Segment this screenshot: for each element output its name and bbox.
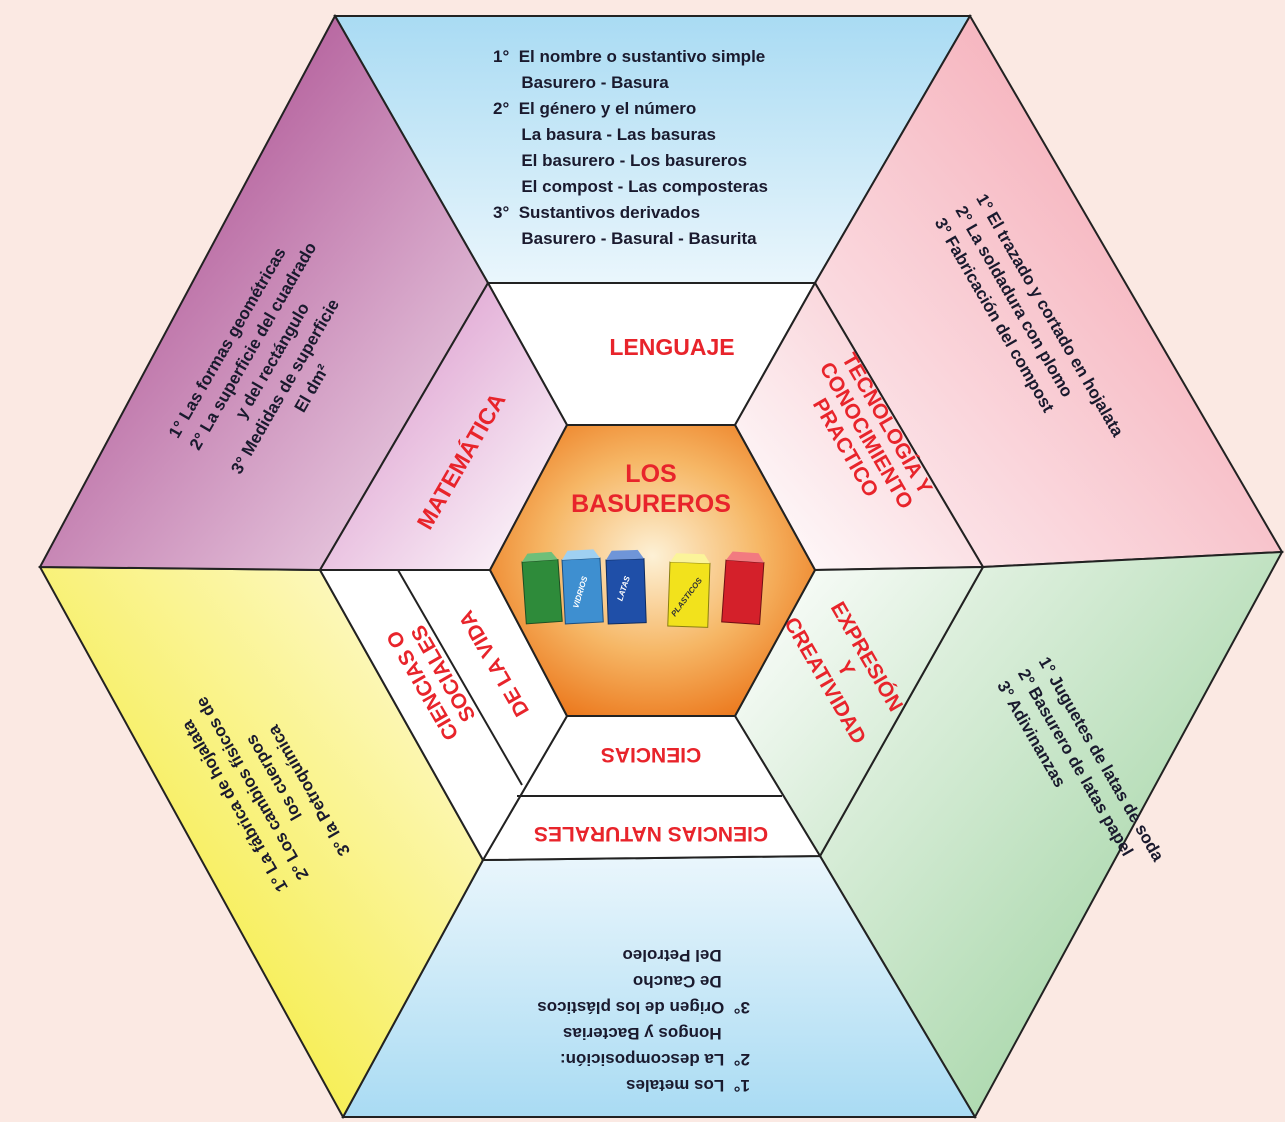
top-line-4: La basura - Las basuras: [493, 125, 716, 144]
heading-ciencias: CIENCIAS: [601, 743, 701, 766]
bottom-line-4: 3° Origen de los plásticos: [537, 998, 750, 1017]
bin-green: [521, 551, 563, 625]
top-line-1: 1° El nombre o sustantivo simple: [493, 47, 765, 66]
center-title-line2: BASUREROS: [571, 490, 731, 518]
top-line-7: 3° Sustantivos derivados: [493, 203, 700, 222]
bin-vidrios: VIDRIOS: [561, 549, 604, 625]
heading-ciencias-naturales: CIENCIAS NATURALES: [534, 822, 768, 845]
bin-latas: LATAS: [605, 549, 647, 625]
divider-de-la-vida: [397, 569, 523, 786]
bottom-line-5: De Caucho: [633, 972, 750, 991]
bottom-line-1: 1° Los metales: [626, 1076, 750, 1095]
top-line-2: Basurero - Basura: [493, 73, 669, 92]
bottom-line-6: Del Petroleo: [622, 946, 750, 965]
top-line-3: 2° El género y el número: [493, 99, 696, 118]
bottom-line-3: Hongos y Bacterias: [563, 1024, 750, 1043]
top-line-8: Basurero - Basural - Basurita: [493, 229, 757, 248]
top-line-5: El basurero - Los basureros: [493, 151, 747, 170]
bottom-line-2: 2° La descomposición:: [560, 1050, 750, 1069]
panel-top-text: 1° El nombre o sustantivo simple Basurer…: [493, 47, 768, 248]
center-hexagon: [488, 424, 817, 717]
center-title-line1: LOS: [625, 460, 676, 488]
heading-lenguaje: LENGUAJE: [609, 334, 734, 360]
top-line-6: El compost - Las composteras: [493, 177, 768, 196]
bin-plasticos: PLASTICOS: [667, 553, 711, 628]
recycling-bins-illustration: VIDRIOS LATAS PLASTICOS: [521, 549, 765, 628]
panel-bottom-text: 1° Los metales 2° La descomposición: Hon…: [537, 946, 750, 1095]
bin-red: [721, 551, 765, 626]
